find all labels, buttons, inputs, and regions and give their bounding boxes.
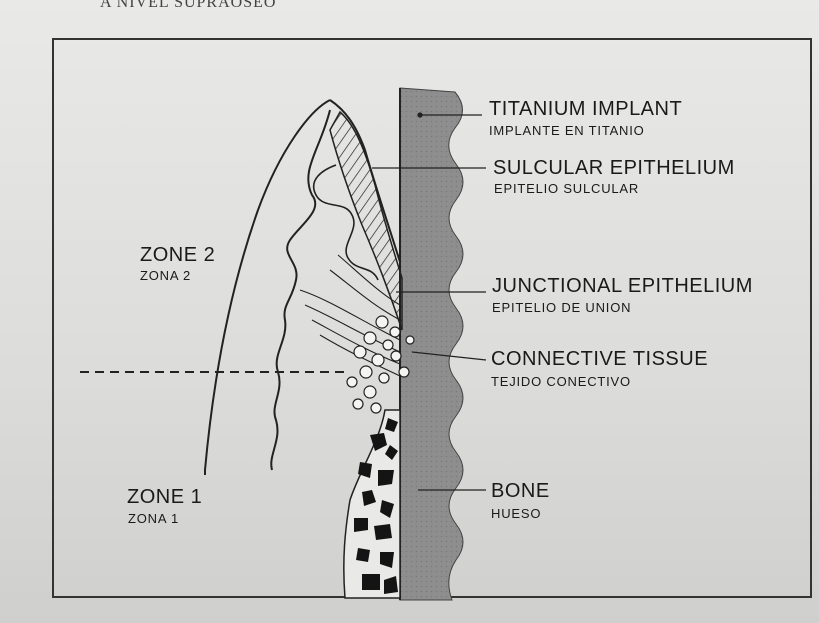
connective-tissue-label: CONNECTIVE TISSUE — [491, 348, 708, 371]
zone-2-sublabel: ZONA 2 — [140, 268, 191, 283]
bone-label: BONE — [491, 480, 550, 503]
bone-sublabel: HUESO — [491, 506, 541, 521]
gingiva-outline — [205, 100, 330, 475]
titanium-implant-label: TITANIUM IMPLANT — [489, 98, 682, 121]
zone-2-label: ZONE 2 — [140, 244, 215, 267]
junctional-epithelium-sublabel: EPITELIO DE UNION — [492, 300, 631, 315]
sulcular-epithelium-label: SULCULAR EPITHELIUM — [493, 157, 735, 180]
zone-1-sublabel: ZONA 1 — [128, 511, 179, 526]
connective-tissue-sublabel: TEJIDO CONECTIVO — [491, 374, 631, 389]
titanium-implant-sublabel: IMPLANTE EN TITANIO — [489, 123, 645, 138]
junctional-epithelium-label: JUNCTIONAL EPITHELIUM — [492, 275, 753, 298]
zone-1-label: ZONE 1 — [127, 486, 202, 509]
sulcular-epithelium-sublabel: EPITELIO SULCULAR — [494, 181, 639, 196]
